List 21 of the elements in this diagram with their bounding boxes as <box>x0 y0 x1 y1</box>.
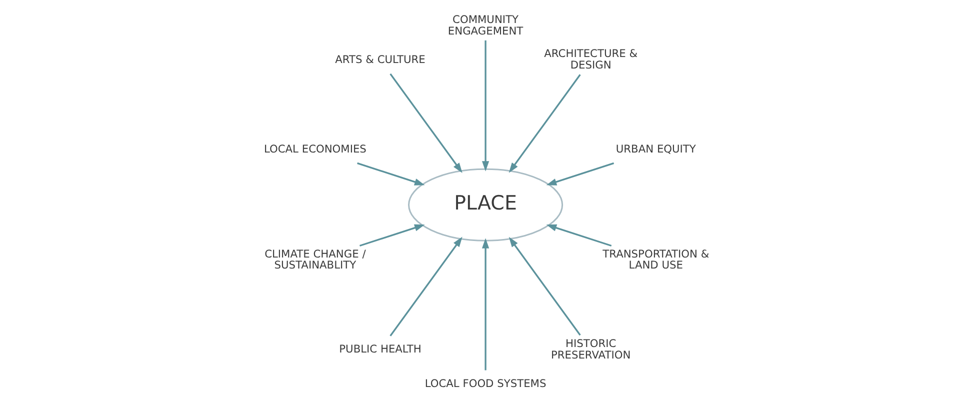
node-text: HISTORIC PRESERVATION <box>550 336 631 362</box>
node-text: LOCAL FOOD SYSTEMS <box>424 376 546 390</box>
arrow <box>546 224 612 247</box>
arrow <box>359 224 425 247</box>
arrow <box>357 162 425 186</box>
node-text: CLIMATE CHANGE / SUSTAINABLITY <box>264 247 366 272</box>
node-text: LOCAL ECONOMIES <box>264 142 366 156</box>
node-ellipse: PLACE <box>408 168 564 242</box>
arrow <box>508 74 581 173</box>
node-text: COMMUNITY ENGAGEMENT <box>448 12 524 38</box>
node-text: ARCHITECTURE & DESIGN <box>544 47 638 72</box>
arrow <box>482 238 490 370</box>
node-text: PUBLIC HEALTH <box>339 342 422 356</box>
node-text: ARTS & CULTURE <box>335 52 426 66</box>
node-text: TRANSPORTATION & LAND USE <box>602 247 710 272</box>
arrow <box>508 236 581 336</box>
arrow <box>482 40 490 172</box>
arrow <box>546 162 614 186</box>
arrow <box>390 73 462 173</box>
arrow <box>390 236 462 336</box>
node-text: URBAN EQUITY <box>616 142 696 156</box>
